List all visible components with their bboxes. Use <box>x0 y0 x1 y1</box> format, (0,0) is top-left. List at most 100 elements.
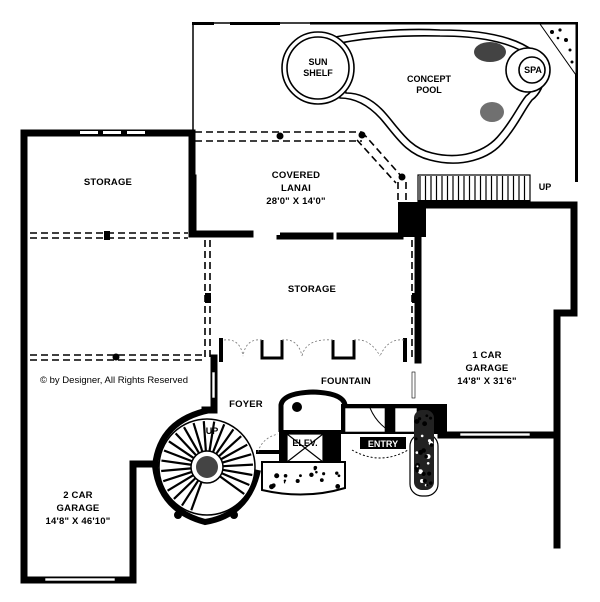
planting <box>427 471 432 476</box>
planting <box>313 467 317 471</box>
planting <box>426 484 429 487</box>
spiral-stair-newel <box>196 456 218 478</box>
planting <box>295 478 300 484</box>
planting <box>299 466 302 470</box>
rear-stairs <box>417 174 531 205</box>
planting <box>274 473 280 479</box>
planting <box>429 481 433 485</box>
planting <box>268 471 272 475</box>
fountain-label: FOUNTAIN <box>321 376 371 387</box>
spiral-tread <box>190 481 203 511</box>
spiral-tread <box>211 423 226 453</box>
fountain-basin <box>292 402 302 412</box>
spiral-tread <box>215 428 235 455</box>
french-doors <box>219 338 407 362</box>
planting <box>306 472 309 475</box>
spiral-tread <box>183 426 200 454</box>
planting <box>285 480 290 486</box>
pool-shading-top <box>474 42 506 62</box>
concept-pool <box>281 23 577 164</box>
planting <box>429 416 433 420</box>
planting <box>283 473 288 478</box>
spiral-tread <box>222 468 253 477</box>
spiral-stair <box>151 407 261 526</box>
elevator-core: ELEV. <box>256 389 348 466</box>
planting <box>417 417 422 421</box>
storage-left-beams <box>30 231 205 361</box>
entry-label: ENTRY <box>368 439 398 449</box>
planting <box>279 473 284 478</box>
planting <box>425 414 429 418</box>
planting <box>319 478 324 482</box>
spiral-tread <box>208 421 216 452</box>
rear-stairs-base <box>418 200 530 205</box>
pool-deck <box>192 22 578 182</box>
pool-shading-bottom <box>480 102 504 122</box>
spiral-tread <box>181 479 200 507</box>
windows <box>44 131 531 582</box>
planting <box>330 474 334 478</box>
planting <box>309 472 314 478</box>
planting <box>414 437 418 441</box>
planting <box>315 470 318 474</box>
garage-1car-label-line1: 1 CAR <box>472 350 502 361</box>
planting <box>335 471 339 475</box>
structural-column <box>398 202 426 237</box>
sun-shelf-label-line2: SHELF <box>303 68 333 78</box>
spiral-tread <box>219 475 245 495</box>
planting <box>414 418 420 424</box>
lanai-beams <box>195 131 407 202</box>
concept-pool-label-line2: POOL <box>416 85 442 95</box>
planting <box>426 462 430 465</box>
planting <box>421 471 426 477</box>
planting <box>421 448 426 453</box>
covered-lanai-label-line2: LANAI <box>281 183 311 194</box>
spiral-tread <box>221 472 250 486</box>
corner-planter <box>539 23 577 77</box>
garage-2car-dimensions: 14'8" X 46'10" <box>46 516 111 527</box>
planting <box>335 484 341 489</box>
planting <box>299 474 302 478</box>
spiral-tread <box>173 477 197 500</box>
spiral-tread <box>202 421 207 452</box>
planting <box>307 475 310 479</box>
planting <box>416 465 419 468</box>
covered-lanai-dimensions: 28'0" X 14'0" <box>266 196 325 207</box>
concept-pool-label-line1: CONCEPT <box>407 74 452 84</box>
garage-2car-label-line2: GARAGE <box>57 503 100 514</box>
rear-stairs-up-label: UP <box>539 182 552 192</box>
planting <box>422 421 428 427</box>
planting <box>295 470 300 475</box>
planting <box>422 478 427 483</box>
storage-center-label: STORAGE <box>288 284 336 295</box>
planting <box>272 484 276 488</box>
spiral-stair-up-label: UP <box>206 426 219 436</box>
planter-side <box>409 410 439 497</box>
planting <box>418 469 423 474</box>
spiral-tread <box>163 449 193 463</box>
spiral-tread <box>222 463 253 468</box>
storage-left-label: STORAGE <box>84 177 132 188</box>
foyer-label: FOYER <box>229 399 263 410</box>
spiral-tread <box>222 453 252 464</box>
spiral-tread <box>192 422 204 453</box>
spiral-tread <box>218 435 242 458</box>
planting <box>415 451 419 454</box>
spiral-tread <box>161 459 192 466</box>
garage-1car-dimensions: 14'8" X 31'6" <box>457 376 516 387</box>
spiral-tread <box>174 432 197 457</box>
spiral-tread <box>220 443 248 461</box>
center-storage-beams <box>204 240 418 358</box>
spiral-tread <box>167 474 194 492</box>
copyright-notice: © by Designer, All Rights Reserved <box>40 375 188 386</box>
planting <box>322 472 326 476</box>
spiral-tread <box>168 440 195 459</box>
elevator-label: ELEV. <box>292 438 317 448</box>
spiral-tread <box>162 470 193 483</box>
spiral-tread <box>161 467 192 473</box>
planting <box>427 439 432 443</box>
planter-front <box>261 461 346 496</box>
garage-1car-label-line2: GARAGE <box>466 363 509 374</box>
spa-label: SPA <box>524 65 542 75</box>
